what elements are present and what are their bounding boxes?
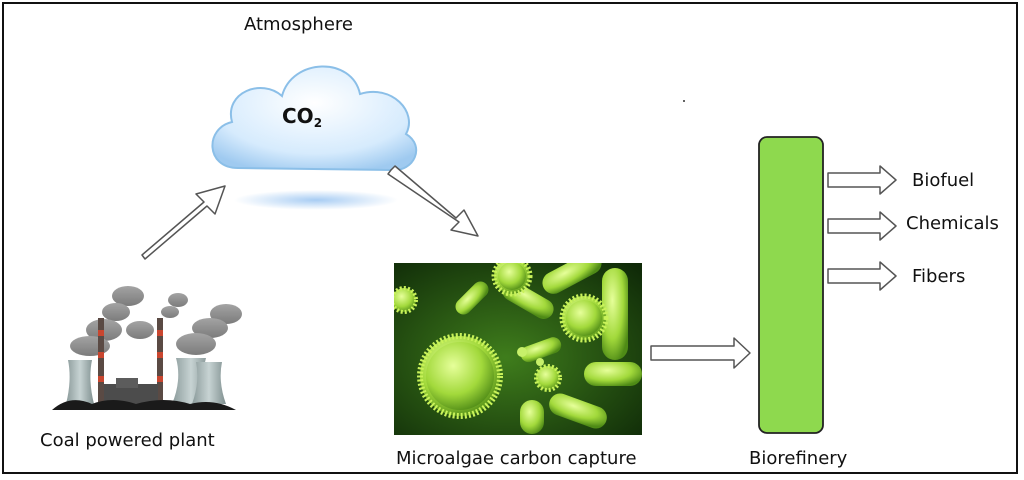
microalgae-label: Microalgae carbon capture [396,448,637,469]
arrow-atmosphere-to-algae [387,165,479,237]
cloud-icon [211,65,418,210]
co2-label: CO2 [282,104,322,130]
arrow-to-fibers [827,261,897,291]
biorefinery-label: Biorefinery [749,448,848,469]
fibers-label: Fibers [912,266,966,287]
microalgae-image [394,263,642,435]
biorefinery-column [758,136,824,434]
atmosphere-label: Atmosphere [244,14,353,35]
arrow-to-chemicals [827,211,897,241]
arrow-algae-to-biorefinery [650,337,751,369]
power-plant-icon [52,286,242,410]
co2-main: CO [282,104,314,128]
arrow-plant-to-atmosphere [141,185,226,260]
coal-plant-label: Coal powered plant [40,430,215,451]
co2-subscript: 2 [313,116,323,130]
arrow-to-biofuel [827,165,897,195]
biofuel-label: Biofuel [912,170,975,191]
chemicals-label: Chemicals [906,213,999,234]
stray-dot [683,100,685,102]
